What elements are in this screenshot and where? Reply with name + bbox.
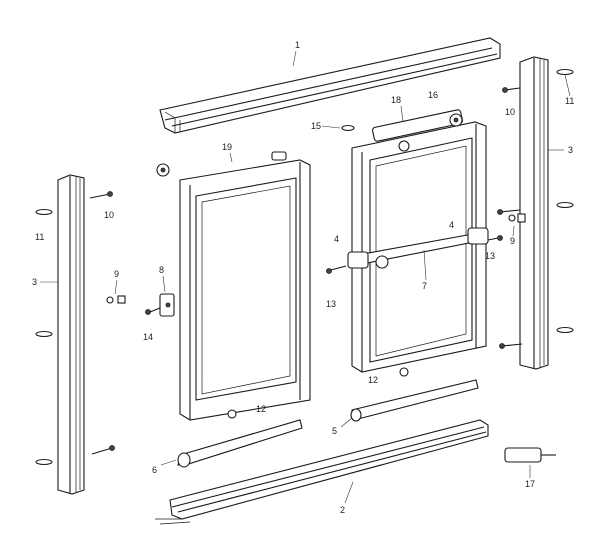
callout-10-right: 10 — [505, 107, 515, 117]
callout-13-right: 13 — [485, 251, 495, 261]
part-bottom-sill-track — [155, 419, 489, 525]
callout-9-left: 9 — [114, 269, 119, 279]
part-towel-bar — [347, 227, 489, 281]
anchor-screws — [35, 68, 574, 466]
callout-18: 18 — [391, 95, 401, 105]
part-bottom-guide-left — [160, 409, 303, 468]
callout-4-left: 4 — [334, 234, 339, 244]
callout-3-left: 3 — [32, 277, 37, 287]
part-bumpers — [106, 213, 526, 304]
callout-8: 8 — [159, 265, 164, 275]
part-left-door-panel — [156, 151, 311, 421]
callout-16: 16 — [428, 90, 438, 100]
callout-2: 2 — [340, 505, 345, 515]
callout-12-left: 12 — [256, 404, 266, 414]
part-top-header-track — [159, 37, 501, 134]
mounting-screws — [89, 87, 523, 455]
callout-17: 17 — [525, 479, 535, 489]
callout-1: 1 — [295, 40, 300, 50]
callout-15: 15 — [311, 121, 321, 131]
callout-11-right: 11 — [565, 96, 574, 106]
handle-screw — [145, 307, 161, 315]
callout-12-right: 12 — [368, 375, 378, 385]
callout-10-left: 10 — [104, 210, 114, 220]
roller-screw — [321, 124, 355, 132]
part-sealant-tube — [504, 447, 556, 478]
callout-14: 14 — [143, 332, 153, 342]
part-right-wall-jamb — [519, 56, 564, 370]
callout-9-right: 9 — [510, 236, 515, 246]
callout-19: 19 — [222, 142, 232, 152]
callout-5: 5 — [332, 426, 337, 436]
part-bottom-guide-right — [340, 367, 479, 428]
callout-3-right: 3 — [568, 145, 573, 155]
callout-7: 7 — [422, 281, 427, 291]
callout-4-right: 4 — [449, 220, 454, 230]
callout-labels: 1 2 3 3 4 4 5 6 7 8 9 9 10 10 11 11 12 1… — [32, 40, 574, 515]
part-left-wall-jamb — [40, 174, 85, 495]
towel-bar-screws — [326, 235, 503, 274]
part-door-handle — [159, 275, 175, 317]
callout-13-left: 13 — [326, 299, 336, 309]
callout-6: 6 — [152, 465, 157, 475]
callout-11-left: 11 — [35, 232, 44, 242]
